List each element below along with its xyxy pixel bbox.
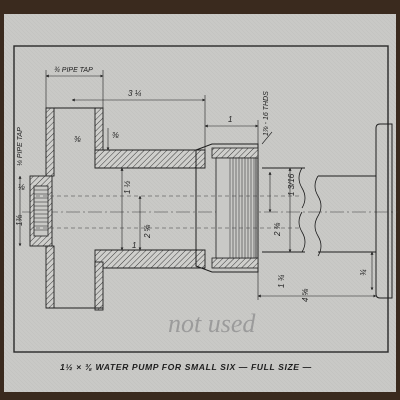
label-dim-2-3-8: 2 ⅜: [273, 222, 282, 237]
label-dim-4-5-8: 4 ⅝: [301, 288, 310, 302]
label-dim-3-8-a: ⅜: [74, 135, 81, 144]
label-dim-2-5-8: 2 ⅝: [143, 224, 152, 239]
label-dim-1-1-2: 1 ½: [123, 180, 132, 194]
label-dim-3-4-small: ¾: [359, 269, 368, 276]
label-dim-3-8-b: ⅜: [112, 131, 119, 140]
dimensions: [18, 70, 377, 300]
border: [13, 45, 389, 353]
label-thread: 1⅞ - 16 THDS: [263, 91, 270, 136]
shaft-and-flange: [262, 123, 393, 299]
label-pipe-tap-top: ¾ PIPE TAP: [54, 67, 93, 74]
label-dim-1-3-8: 1⅜: [15, 215, 24, 226]
label-dim-1-8: ⅛: [18, 183, 25, 192]
label-dim-1-3-4: 1 ¾: [277, 274, 286, 288]
label-dim-3-1-4: 3 ¼: [128, 89, 142, 98]
label-dim-1-top: 1: [228, 115, 232, 124]
drawing-title: 1½ × ⅜ WATER PUMP FOR SMALL SIX — FULL S…: [60, 362, 312, 372]
label-dim-1-3-16: 1 3/16: [287, 173, 296, 196]
pump-housing: [29, 107, 300, 311]
label-dim-1-bottom: 1: [132, 241, 136, 250]
handwritten-note: not used: [168, 309, 256, 338]
label-pipe-tap-left: ⅛ PIPE TAP: [17, 127, 24, 166]
